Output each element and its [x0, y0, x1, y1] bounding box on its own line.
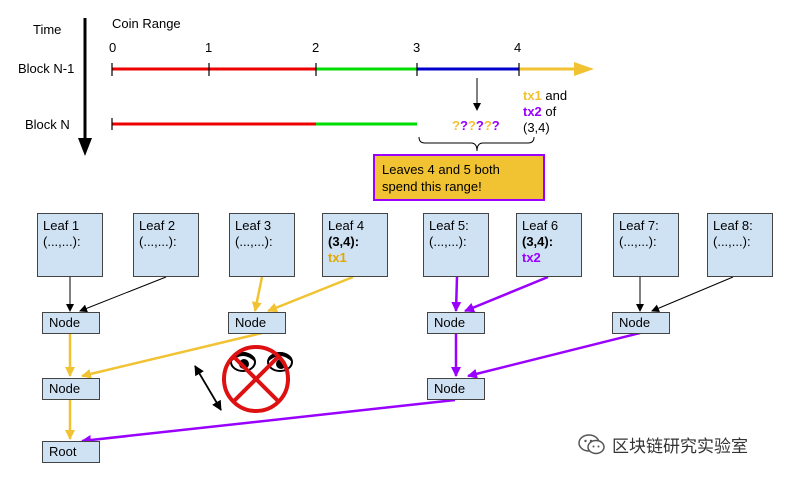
forbidden-eyes-icon: [222, 345, 293, 413]
leaf-6-range: (3,4):: [522, 234, 554, 249]
node-3-label: Node: [434, 315, 466, 330]
leaf-5-title: Leaf 5:: [429, 218, 469, 233]
node-2: Node: [228, 312, 286, 334]
tick-label-2: 2: [312, 40, 319, 55]
leaf-7: Leaf 7: (...,...):: [613, 213, 679, 277]
leaf-7-title: Leaf 7:: [619, 218, 659, 233]
tx-note-of: of: [542, 104, 557, 119]
tick-label-1: 1: [205, 40, 212, 55]
callout-text: Leaves 4 and 5 both spend this range!: [382, 162, 500, 194]
unknown-range-marks: ??????: [452, 118, 500, 133]
root-node: Root: [42, 441, 100, 463]
node-1: Node: [42, 312, 100, 334]
node-5: Node: [42, 378, 100, 400]
block-n-minus-1-ticks: [111, 63, 520, 76]
arrow-leaf2-node1: [79, 276, 167, 313]
node-6-label: Node: [434, 381, 466, 396]
callout-box: Leaves 4 and 5 both spend this range!: [373, 154, 545, 201]
leaf-1-range: (...,...):: [43, 234, 81, 249]
leaf-4-range: (3,4):: [328, 234, 360, 249]
unknown-mark-1: ?: [452, 118, 460, 133]
time-label: Time: [33, 22, 61, 37]
tx-note-range: (3,4): [523, 120, 550, 135]
unknown-mark-6: ?: [492, 118, 500, 133]
node-4-label: Node: [619, 315, 651, 330]
leaf-5-range: (...,...):: [429, 234, 467, 249]
leaf-2: Leaf 2 (...,...):: [133, 213, 199, 277]
leaf-7-range: (...,...):: [619, 234, 657, 249]
leaf-4: Leaf 4 (3,4): tx1: [322, 213, 388, 277]
leaf-6-title: Leaf 6: [522, 218, 559, 233]
leaf-4-title: Leaf 4: [328, 218, 365, 233]
leaf-8-range: (...,...):: [713, 234, 751, 249]
node-4: Node: [612, 312, 670, 334]
leaf-3-title: Leaf 3: [235, 218, 272, 233]
arrow-node6-root: [81, 398, 456, 445]
leaf-2-title: Leaf 2: [139, 218, 176, 233]
arrow-leaf4-node2: [267, 275, 354, 313]
root-label: Root: [49, 444, 77, 459]
tick-label-4: 4: [514, 40, 521, 55]
unknown-mark-5: ?: [484, 118, 492, 133]
block-n-minus-1-label: Block N-1: [18, 61, 74, 76]
double-headed-arrow: [194, 365, 222, 411]
wechat-icon: [578, 433, 605, 454]
time-axis-arrowhead: [78, 138, 92, 156]
tx2-label: tx2: [523, 104, 542, 119]
node-2-label: Node: [235, 315, 267, 330]
unknown-mark-4: ?: [476, 118, 484, 133]
node-3: Node: [427, 312, 485, 334]
range-brace: [418, 136, 535, 152]
tx1-label: tx1: [523, 88, 542, 103]
tick-label-0: 0: [109, 40, 116, 55]
leaf-3: Leaf 3 (...,...):: [229, 213, 295, 277]
arrow-node2-node5: [81, 331, 263, 379]
coin-range-label: Coin Range: [112, 16, 181, 31]
arrow-leaf6-node3: [464, 275, 549, 313]
leaf-6: Leaf 6 (3,4): tx2: [516, 213, 582, 277]
tx-note-line1: tx1 and: [523, 88, 567, 103]
leaf-3-range: (...,...):: [235, 234, 273, 249]
node-6: Node: [427, 378, 485, 400]
arrow-leaf5-node3: [451, 276, 462, 312]
leaf-1: Leaf 1 (...,...):: [37, 213, 103, 277]
prohibition-cross-b: [232, 355, 280, 403]
node-1-label: Node: [49, 315, 81, 330]
arrow-leaf8-node4: [651, 276, 734, 312]
watermark-text: 区块链研究实验室: [612, 437, 748, 457]
tick-label-3: 3: [413, 40, 420, 55]
leaf-2-range: (...,...):: [139, 234, 177, 249]
unknown-mark-2: ?: [460, 118, 468, 133]
leaf-4-tx: tx1: [328, 250, 347, 265]
arrow-node4-node6: [467, 331, 641, 379]
leaf-8-title: Leaf 8:: [713, 218, 753, 233]
block-n-minus-1-extension-arrowhead: [574, 62, 594, 76]
tx-note-line2: tx2 of: [523, 104, 557, 119]
arrow-leaf3-node2: [251, 276, 264, 312]
leaf-1-title: Leaf 1: [43, 218, 80, 233]
prohibition-circle: [222, 345, 290, 413]
tx-note-and: and: [542, 88, 567, 103]
leaf-6-tx: tx2: [522, 250, 541, 265]
leaf-5: Leaf 5: (...,...):: [423, 213, 489, 277]
block-n-label: Block N: [25, 117, 70, 132]
leaf-8: Leaf 8: (...,...):: [707, 213, 773, 277]
unknown-mark-3: ?: [468, 118, 476, 133]
watermark: 区块链研究实验室: [578, 432, 748, 457]
node-5-label: Node: [49, 381, 81, 396]
